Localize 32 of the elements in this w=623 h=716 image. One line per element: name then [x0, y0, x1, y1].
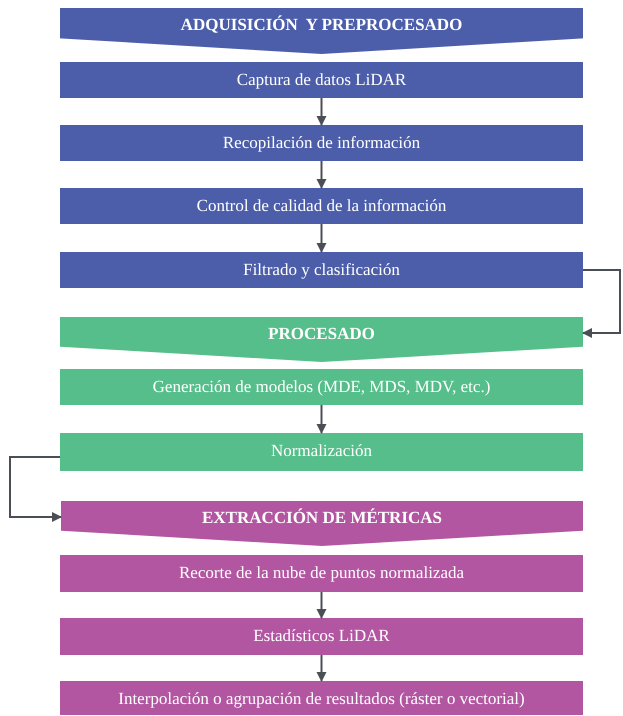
process-step-box: [60, 188, 583, 224]
step-label: Recopilación de información: [222, 132, 420, 154]
step-label: Interpolación o agrupación de resultados (ráster o vectorial): [118, 688, 525, 710]
section-title: EXTRACCIÓN DE MÉTRICAS: [202, 507, 442, 528]
step-label: Generación de modelos (MDE, MDS, MDV, etc.): [152, 376, 490, 398]
process-step-box: [60, 555, 583, 592]
process-step-box: [60, 62, 583, 98]
arrow: [316, 405, 326, 434]
process-step-box: [60, 681, 583, 715]
step-label: Filtrado y clasificación: [243, 259, 400, 281]
arrow: [316, 224, 326, 253]
process-step-box: [60, 618, 583, 655]
step-label: Captura de datos LiDAR: [236, 69, 406, 91]
section-header-banner: [61, 501, 583, 546]
process-step-box: [60, 369, 583, 405]
arrow: [316, 592, 326, 619]
step-label: Control de calidad de la información: [196, 195, 446, 217]
section-title: ADQUISICIÓN Y PREPROCESADO: [180, 14, 462, 35]
process-step-box: [60, 433, 583, 471]
arrow: [316, 98, 326, 126]
arrow: [316, 655, 326, 682]
section-title: PROCESADO: [268, 323, 375, 344]
process-step-box: [60, 252, 583, 288]
arrow: [9, 456, 62, 522]
step-label: Estadísticos LiDAR: [253, 625, 390, 647]
section-header-banner: [60, 8, 583, 54]
process-step-box: [60, 125, 583, 161]
arrow: [582, 269, 621, 338]
section-header-banner: [60, 317, 583, 362]
step-label: Normalización: [270, 440, 372, 462]
arrow: [316, 161, 326, 189]
step-label: Recorte de la nube de puntos normalizada: [178, 562, 464, 584]
